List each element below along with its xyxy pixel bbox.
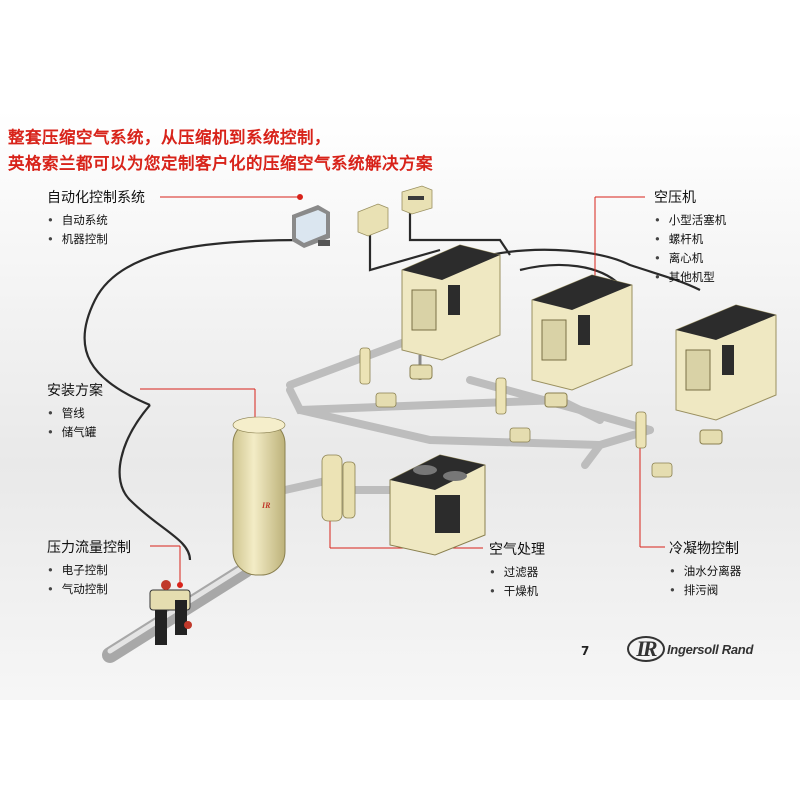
callout-installation: 安装方案 管线 储气罐 <box>47 380 103 442</box>
callout-flow-control: 压力流量控制 电子控制 气动控制 <box>47 537 131 599</box>
control-box-1 <box>357 203 389 237</box>
callout-title-installation: 安装方案 <box>47 383 103 399</box>
svg-text:IR: IR <box>261 501 271 510</box>
line-filters <box>359 347 647 449</box>
controller-monitor <box>292 205 330 248</box>
callout-item: 过滤器 <box>489 563 545 582</box>
callout-item: 自动系统 <box>47 211 145 230</box>
logo-mark: IR <box>636 636 657 661</box>
callout-title-compressor: 空压机 <box>654 190 696 206</box>
callout-title-automation: 自动化控制系统 <box>47 190 145 206</box>
callout-item: 离心机 <box>654 249 726 268</box>
callout-title-condensate: 冷凝物控制 <box>669 541 739 557</box>
ingersoll-rand-logo: IR Ingersoll Rand <box>627 636 753 662</box>
air-pipes <box>281 336 654 494</box>
ir-logo-icon: IR <box>627 636 665 662</box>
compressor-3 <box>675 304 777 445</box>
dryer-unit <box>389 454 486 556</box>
control-box-2 <box>401 185 433 215</box>
treatment-filter <box>321 454 356 522</box>
callout-title-air-treatment: 空气处理 <box>489 542 545 558</box>
headline-line-2: 英格索兰都可以为您定制客户化的压缩空气系统解决方案 <box>8 154 433 173</box>
callout-item: 电子控制 <box>47 561 131 580</box>
callout-automation: 自动化控制系统 自动系统 机器控制 <box>47 187 145 249</box>
callout-item: 螺杆机 <box>654 230 726 249</box>
callout-item: 储气罐 <box>47 423 103 442</box>
callout-item: 机器控制 <box>47 230 145 249</box>
callout-item: 其他机型 <box>654 268 726 287</box>
callout-condensate: 冷凝物控制 油水分离器 排污阀 <box>669 538 741 600</box>
air-receiver-tank: IR <box>232 416 286 576</box>
compressor-1 <box>401 244 501 380</box>
compressor-2 <box>531 274 633 408</box>
callout-title-flow-control: 压力流量控制 <box>47 540 131 556</box>
callout-item: 排污阀 <box>669 581 741 600</box>
flow-control-manifold <box>149 580 192 645</box>
headline-line-1: 整套压缩空气系统，从压缩机到系统控制， <box>8 128 331 147</box>
logo-wordmark: Ingersoll Rand <box>667 641 754 657</box>
drain-valves <box>375 392 673 478</box>
callout-item: 油水分离器 <box>669 562 742 581</box>
callout-item: 小型活塞机 <box>654 211 727 230</box>
callout-item: 管线 <box>47 404 103 423</box>
page-number: 7 <box>581 644 590 658</box>
callout-compressor: 空压机 小型活塞机 螺杆机 离心机 其他机型 <box>654 187 726 287</box>
callout-air-treatment: 空气处理 过滤器 干燥机 <box>489 539 545 601</box>
callout-item: 气动控制 <box>47 580 131 599</box>
callout-item: 干燥机 <box>489 582 545 601</box>
